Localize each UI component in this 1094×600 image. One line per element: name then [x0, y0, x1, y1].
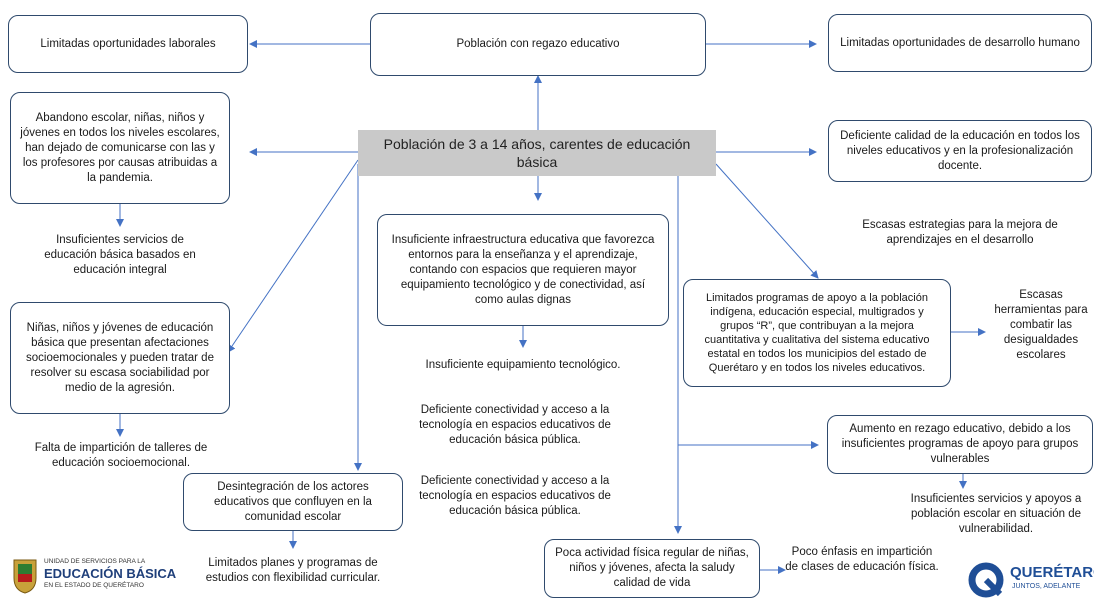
top-center-text: Población con regazo educativo	[456, 38, 620, 50]
middle-box-infraestructura-text: Insuficiente infraestructura educativa q…	[391, 233, 655, 306]
right-box-calidad: Deficiente calidad de la educación en to…	[828, 120, 1092, 182]
right-box-actividad-fisica-text: Poca actividad física regular de niñas, …	[555, 547, 749, 589]
top-left-text: Limitadas oportunidades laborales	[40, 37, 216, 50]
logo-left-line2: EDUCACIÓN BÁSICA	[44, 566, 177, 581]
right-box-actividad-fisica: Poca actividad física regular de niñas, …	[544, 539, 760, 598]
right-box-programas: Limitados programas de apoyo a la poblac…	[683, 279, 951, 387]
middle-text-planes: Limitados planes y programas de estudios…	[205, 557, 381, 584]
arrow-central-to-right-box2	[715, 163, 819, 279]
right-text-educacion-fisica: Poco énfasis en impartición de clases de…	[785, 546, 939, 573]
logo-left-line1: UNIDAD DE SERVICIOS PARA LA	[44, 558, 146, 565]
right-box-rezago-text: Aumento en rezago educativo, debido a lo…	[841, 423, 1079, 465]
middle-box-desintegracion-text: Desintegración de los actores educativos…	[214, 480, 372, 523]
right-box-calidad-text: Deficiente calidad de la educación en to…	[840, 129, 1080, 172]
top-left-box: Limitadas oportunidades laborales	[8, 15, 248, 73]
left-box-socioemocional: Niñas, niños y jóvenes de educación bási…	[10, 302, 230, 414]
logo-right-line2: JUNTOS, ADELANTE	[1012, 583, 1081, 590]
right-box-rezago: Aumento en rezago educativo, debido a lo…	[827, 415, 1093, 474]
right-text-vulnerabilidad: Insuficientes servicios y apoyos a pobla…	[910, 493, 1082, 535]
usebeq-logo: UNIDAD DE SERVICIOS PARA LA EDUCACIÓN BÁ…	[10, 556, 176, 596]
left-text-servicios: Insuficientes servicios de educación bás…	[44, 234, 196, 276]
right-text-herramientas: Escasas herramientas para combatir las d…	[994, 289, 1088, 361]
middle-text-equipamiento: Insuficiente equipamiento tecnológico.	[425, 359, 621, 371]
top-right-box: Limitadas oportunidades de desarrollo hu…	[828, 14, 1092, 72]
central-problem-text: Población de 3 a 14 años, carentes de ed…	[383, 136, 691, 170]
queretaro-q-icon	[968, 562, 1004, 598]
top-center-box: Población con regazo educativo	[370, 13, 706, 76]
middle-text-conectividad-2: Deficiente conectividad y acceso a la te…	[419, 475, 611, 517]
queretaro-logo: QUERÉTARO JUNTOS, ADELANTE	[968, 560, 1094, 600]
central-problem-box: Población de 3 a 14 años, carentes de ed…	[358, 130, 716, 176]
left-text-talleres: Falta de impartición de talleres de educ…	[34, 442, 208, 469]
middle-text-conectividad-1: Deficiente conectividad y acceso a la te…	[419, 404, 611, 446]
middle-box-infraestructura: Insuficiente infraestructura educativa q…	[377, 214, 669, 326]
top-right-text: Limitadas oportunidades de desarrollo hu…	[840, 36, 1080, 49]
left-box-abandono: Abandono escolar, niñas, niños y jóvenes…	[10, 92, 230, 204]
arrow-central-to-left-box2	[227, 159, 359, 353]
left-box-abandono-text: Abandono escolar, niñas, niños y jóvenes…	[20, 111, 220, 184]
middle-box-desintegracion: Desintegración de los actores educativos…	[183, 473, 403, 531]
left-box-socioemocional-text: Niñas, niños y jóvenes de educación bási…	[26, 321, 214, 394]
right-box-programas-text: Limitados programas de apoyo a la poblac…	[704, 292, 930, 374]
coat-of-arms-icon	[13, 559, 37, 594]
logo-left-line3: EN EL ESTADO DE QUERÉTARO	[44, 582, 144, 589]
right-text-estrategias: Escasas estrategias para la mejora de ap…	[862, 219, 1058, 246]
logo-right-line1: QUERÉTARO	[1010, 564, 1094, 581]
